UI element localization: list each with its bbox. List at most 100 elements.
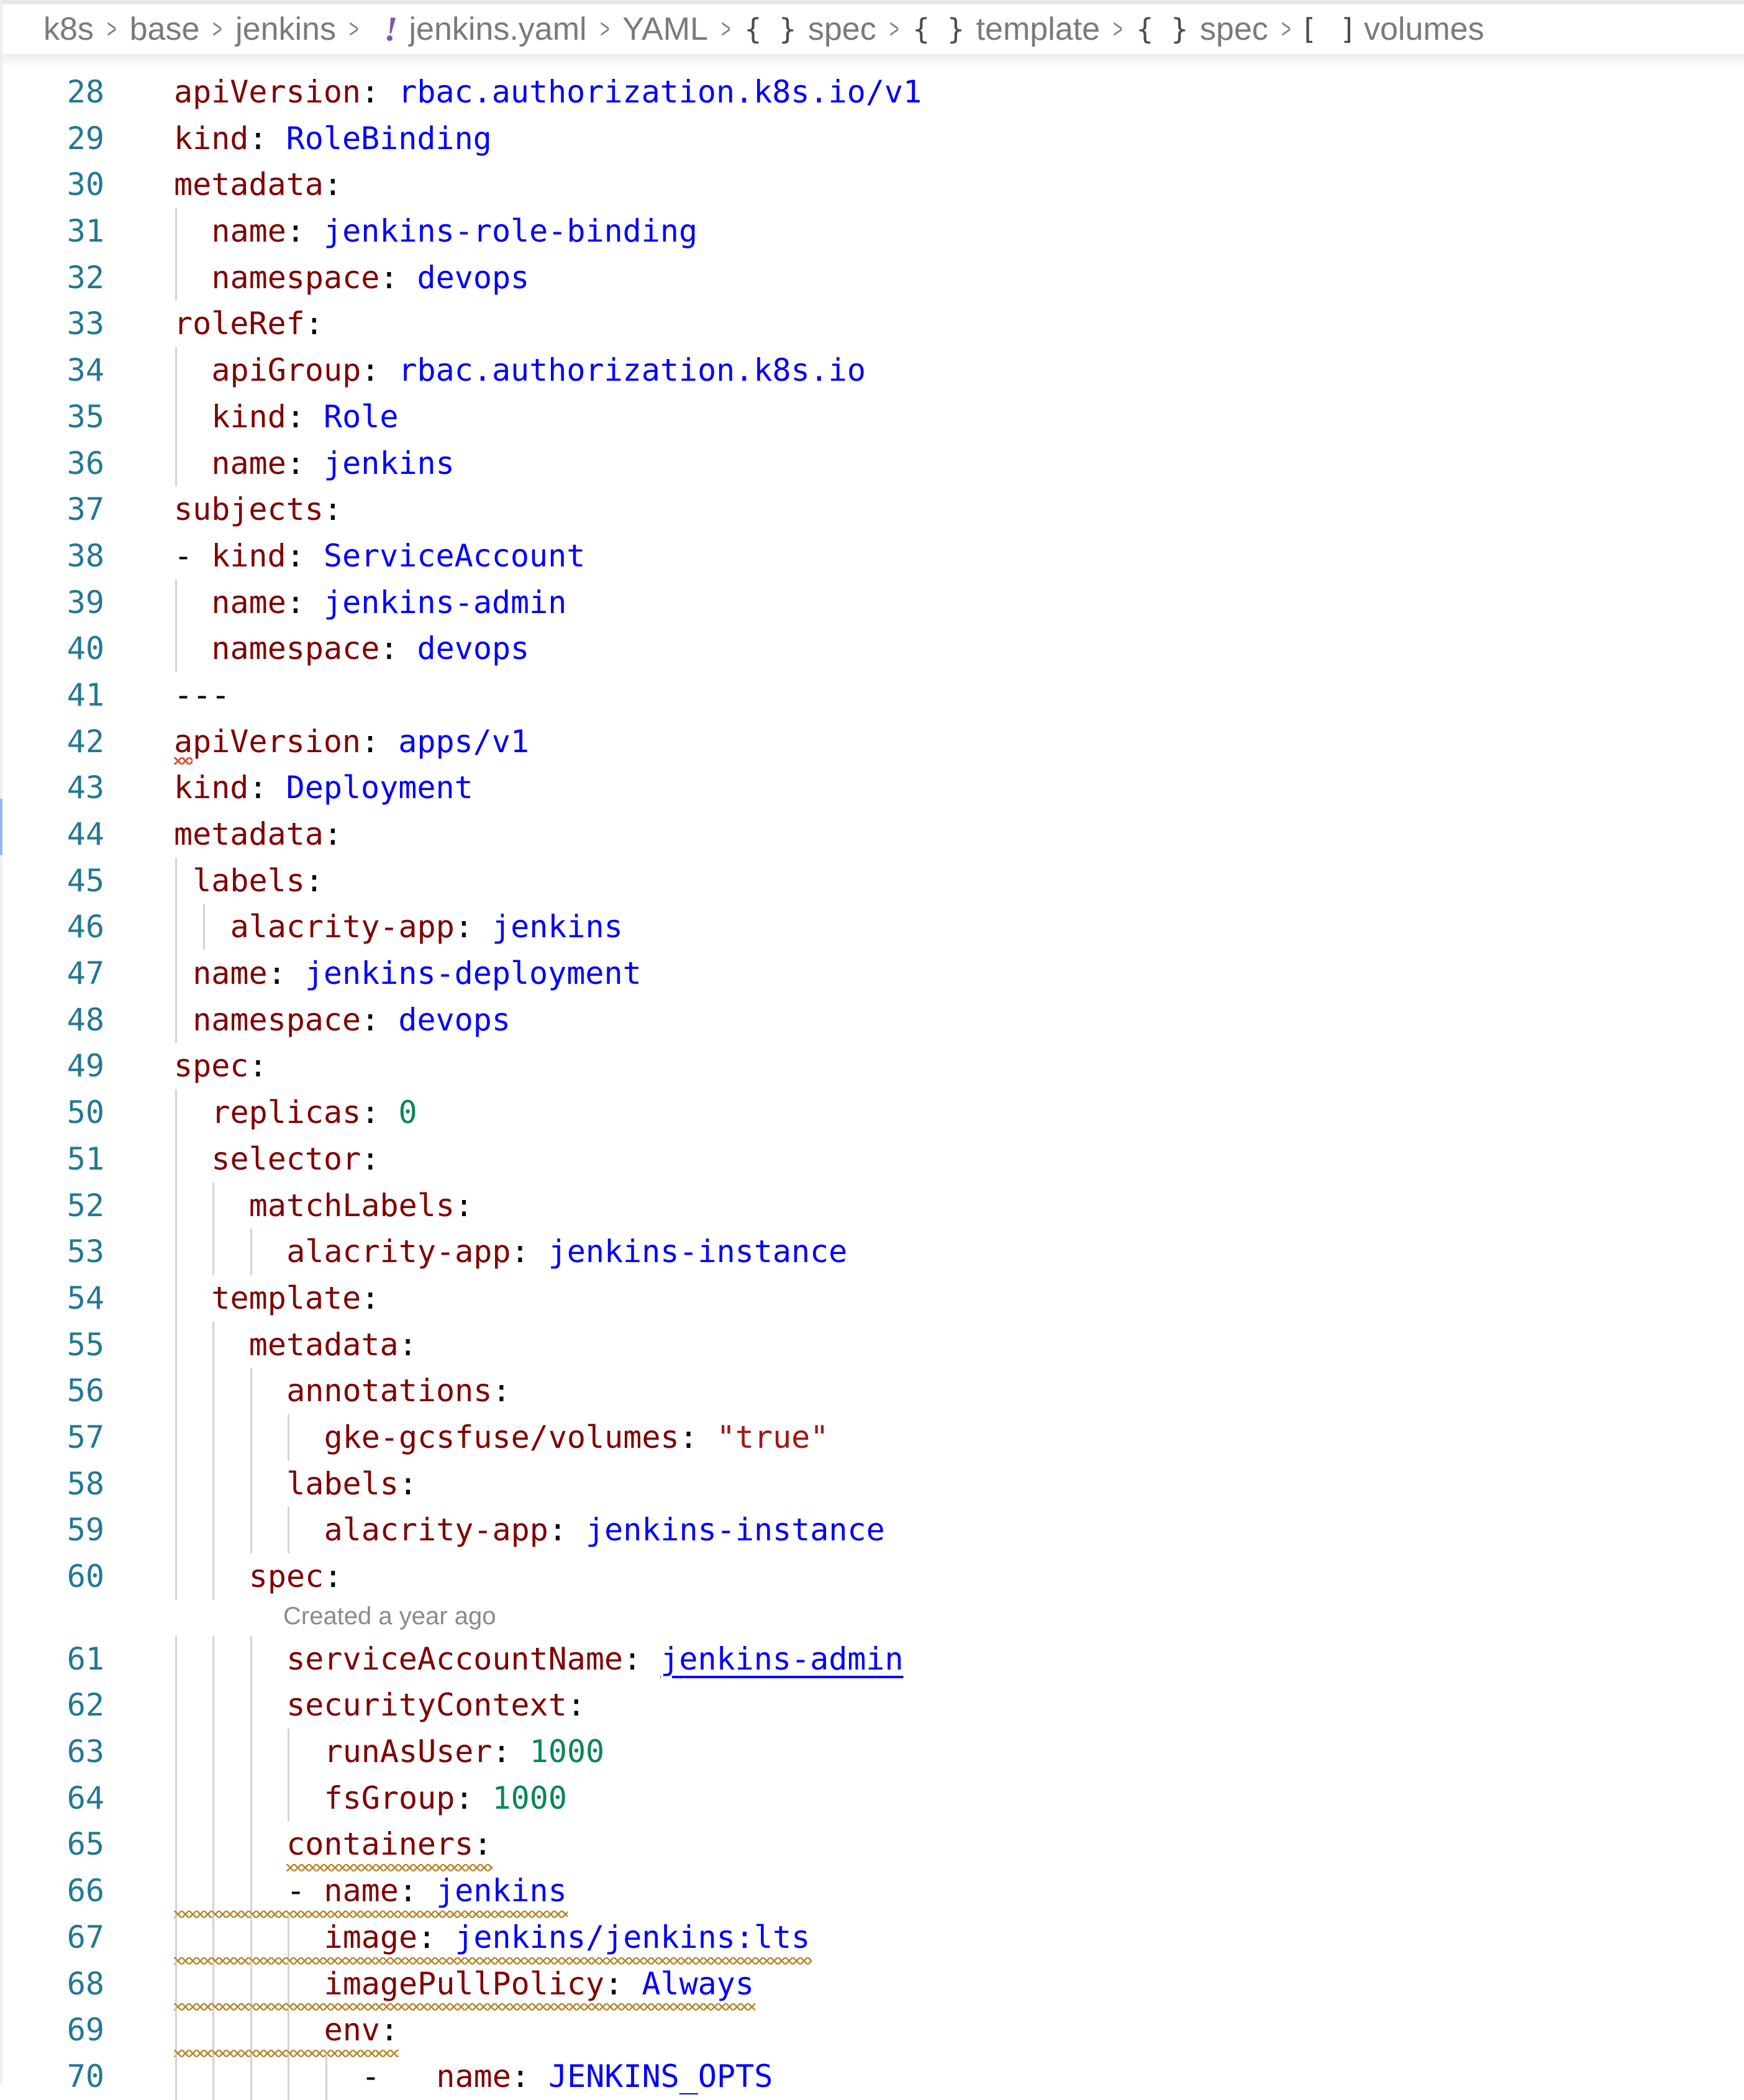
colon: : — [304, 862, 324, 899]
codelens-created-label[interactable]: Created a year ago — [283, 1602, 496, 1630]
code-text: namespace: devops — [211, 255, 529, 301]
breadcrumb-item-yaml[interactable]: YAML — [622, 11, 708, 48]
error-squiggle[interactable] — [174, 757, 193, 765]
yaml-value: devops — [398, 1001, 511, 1038]
line-number: 43 — [66, 770, 104, 806]
code-text: metadata: — [249, 1322, 417, 1368]
code-line-41[interactable]: 41--- — [2, 672, 1744, 719]
indent-guide — [212, 1729, 215, 1775]
line-number: 69 — [66, 2012, 104, 2048]
yaml-key: apiGroup — [211, 352, 361, 389]
breadcrumb-item-volumes[interactable]: [ ]volumes — [1304, 11, 1484, 48]
code-text: selector: — [211, 1136, 379, 1183]
code-text: --- — [174, 672, 230, 719]
colon: : — [379, 259, 399, 296]
yaml-key: securityContext — [286, 1687, 567, 1724]
breadcrumb-item-jenkins[interactable]: jenkins — [235, 11, 336, 48]
code-text: name: jenkins-deployment — [193, 950, 642, 997]
window-top-strip — [0, 0, 1744, 4]
indent-guide — [175, 347, 177, 394]
yaml-key: metadata — [174, 166, 324, 203]
indent-guide — [212, 1635, 215, 1683]
warning-squiggle[interactable] — [174, 1957, 812, 1965]
code-text: kind: Role — [211, 394, 398, 440]
breadcrumb-label: volumes — [1363, 11, 1484, 47]
indent-guide — [212, 1682, 215, 1729]
indent-guide — [175, 904, 177, 951]
line-number: 65 — [66, 1826, 104, 1863]
code-line-66[interactable]: 66- name: jenkins — [2, 1868, 1744, 1918]
breadcrumb-item-jenkins-yaml[interactable]: !jenkins.yaml — [372, 9, 587, 49]
yaml-key: metadata — [174, 816, 324, 852]
indent-guide — [288, 1775, 290, 1822]
code-text: spec: — [249, 1553, 343, 1600]
line-number: 38 — [66, 537, 104, 574]
code-line-38[interactable]: 38- kind: ServiceAccount — [2, 533, 1744, 580]
warning-squiggle[interactable] — [174, 2049, 399, 2057]
code-line-70[interactable]: 70- name: JENKINS_OPTS — [2, 2053, 1744, 2100]
warning-squiggle[interactable] — [174, 1910, 568, 1918]
breadcrumb-item-k8s[interactable]: k8s — [43, 11, 94, 48]
warning-squiggle[interactable] — [174, 2003, 756, 2011]
code-text: metadata: — [174, 811, 342, 858]
breadcrumb-item-base[interactable]: base — [130, 11, 200, 48]
indent-guide — [175, 440, 177, 487]
breadcrumb-item-spec[interactable]: { }spec — [1136, 11, 1268, 48]
colon: : — [473, 1826, 493, 1863]
yaml-key: spec — [174, 1048, 249, 1084]
breadcrumb-item-template[interactable]: { }template — [912, 11, 1100, 48]
code-text: metadata: — [174, 161, 342, 208]
line-number: 36 — [66, 445, 104, 481]
breadcrumb-item-spec[interactable]: { }spec — [744, 11, 876, 48]
warning-squiggle[interactable] — [286, 1864, 493, 1872]
yaml-key: alacrity-app — [286, 1234, 511, 1270]
yaml-key: name — [211, 445, 286, 481]
modified-lines-marker[interactable] — [0, 799, 2, 855]
yaml-value: 1000 — [492, 1780, 567, 1816]
yaml-value-link[interactable]: jenkins-admin — [660, 1640, 904, 1677]
code-text: spec: — [174, 1043, 268, 1089]
indent-guide — [288, 1414, 290, 1461]
breadcrumb: k8s>base>jenkins>!jenkins.yaml>YAML>{ }s… — [2, 4, 1744, 54]
